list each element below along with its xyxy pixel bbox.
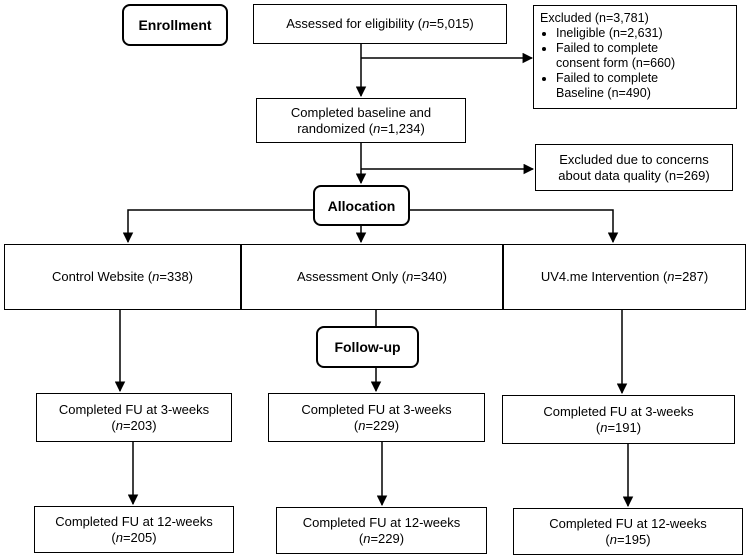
- allocation-label: Allocation: [313, 185, 410, 226]
- exclusion-reason-ineligible: Ineligible (n=2,631): [556, 26, 675, 41]
- excluded-data-quality-box: Excluded due to concerns about data qual…: [535, 144, 733, 191]
- allocation-branch-right: [410, 209, 619, 244]
- assessed-text: Assessed for eligibility (n=5,015): [286, 16, 474, 31]
- exclusion-reasons-list: Ineligible (n=2,631) Failed to completec…: [540, 26, 675, 101]
- arm-uv4me-intervention-box: UV4.me Intervention (n=287): [503, 244, 746, 310]
- assessment-fu12-box: Completed FU at 12-weeks (n=229): [276, 507, 487, 554]
- arm-assessment-only-box: Assessment Only (n=340): [241, 244, 503, 310]
- uv4me-fu12-box: Completed FU at 12-weeks (n=195): [513, 508, 743, 555]
- followup-label: Follow-up: [316, 326, 419, 368]
- allocation-branch-left: [122, 209, 313, 244]
- randomized-box: Completed baseline and randomized (n=1,2…: [256, 98, 466, 143]
- uv4me-fu3-box: Completed FU at 3-weeks (n=191): [502, 395, 735, 444]
- excluded-title: Excluded (n=3,781): [540, 11, 649, 25]
- assessed-for-eligibility-box: Assessed for eligibility (n=5,015): [253, 4, 507, 44]
- assessment-fu3-box: Completed FU at 3-weeks (n=229): [268, 393, 485, 442]
- excluded-eligibility-box: Excluded (n=3,781) Ineligible (n=2,631) …: [533, 5, 737, 109]
- control-fu12-box: Completed FU at 12-weeks (n=205): [34, 506, 234, 553]
- control-fu3-box: Completed FU at 3-weeks (n=203): [36, 393, 232, 442]
- enrollment-label: Enrollment: [122, 4, 228, 46]
- arm-control-website-box: Control Website (n=338): [4, 244, 241, 310]
